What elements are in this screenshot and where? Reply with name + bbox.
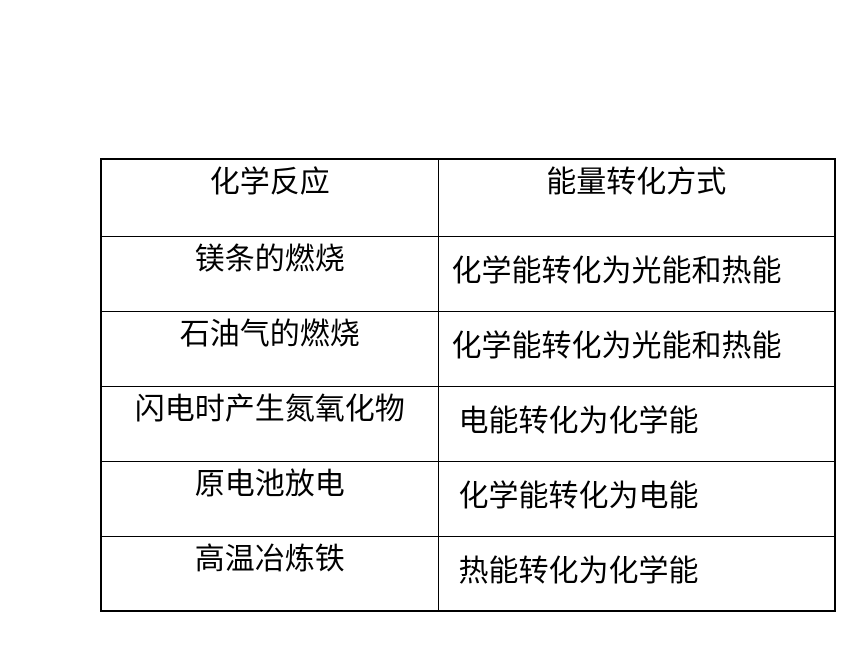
reaction-text: 高温冶炼铁 xyxy=(194,541,345,577)
conversion-cell: 电能转化为化学能 xyxy=(437,385,836,462)
header-cell-reaction: 化学反应 xyxy=(100,158,439,237)
table-row: 闪电时产生氮氧化物 电能转化为化学能 xyxy=(100,385,836,462)
energy-conversion-table: 化学反应 能量转化方式 镁条的燃烧 化学能转化为光能和热能 石油气的燃烧 化学能… xyxy=(100,158,836,612)
conversion-cell: 化学能转化为光能和热能 xyxy=(437,310,836,387)
conversion-cell: 化学能转化为电能 xyxy=(437,460,836,537)
reaction-text: 石油气的燃烧 xyxy=(179,316,360,352)
table-row: 石油气的燃烧 化学能转化为光能和热能 xyxy=(100,310,836,387)
conversion-cell: 热能转化为化学能 xyxy=(437,535,836,612)
conversion-cell: 化学能转化为光能和热能 xyxy=(437,235,836,312)
header-conversion-label: 能量转化方式 xyxy=(546,165,727,200)
reaction-cell: 闪电时产生氮氧化物 xyxy=(100,385,439,462)
reaction-cell: 镁条的燃烧 xyxy=(100,235,439,312)
table-row: 镁条的燃烧 化学能转化为光能和热能 xyxy=(100,235,836,312)
reaction-cell: 石油气的燃烧 xyxy=(100,310,439,387)
reaction-cell: 原电池放电 xyxy=(100,460,439,537)
table-header-row: 化学反应 能量转化方式 xyxy=(100,158,836,237)
table-row: 原电池放电 化学能转化为电能 xyxy=(100,460,836,537)
reaction-cell: 高温冶炼铁 xyxy=(100,535,439,612)
conversion-text: 化学能转化为光能和热能 xyxy=(451,328,782,364)
header-cell-conversion: 能量转化方式 xyxy=(437,158,836,237)
conversion-text: 电能转化为化学能 xyxy=(458,403,699,439)
header-reaction-label: 化学反应 xyxy=(209,165,330,200)
conversion-text: 热能转化为化学能 xyxy=(458,553,699,589)
conversion-text: 化学能转化为光能和热能 xyxy=(451,253,782,289)
reaction-text: 闪电时产生氮氧化物 xyxy=(134,391,405,427)
conversion-text: 化学能转化为电能 xyxy=(458,478,699,514)
reaction-text: 镁条的燃烧 xyxy=(194,241,345,277)
table-row: 高温冶炼铁 热能转化为化学能 xyxy=(100,535,836,612)
reaction-text: 原电池放电 xyxy=(194,466,345,502)
